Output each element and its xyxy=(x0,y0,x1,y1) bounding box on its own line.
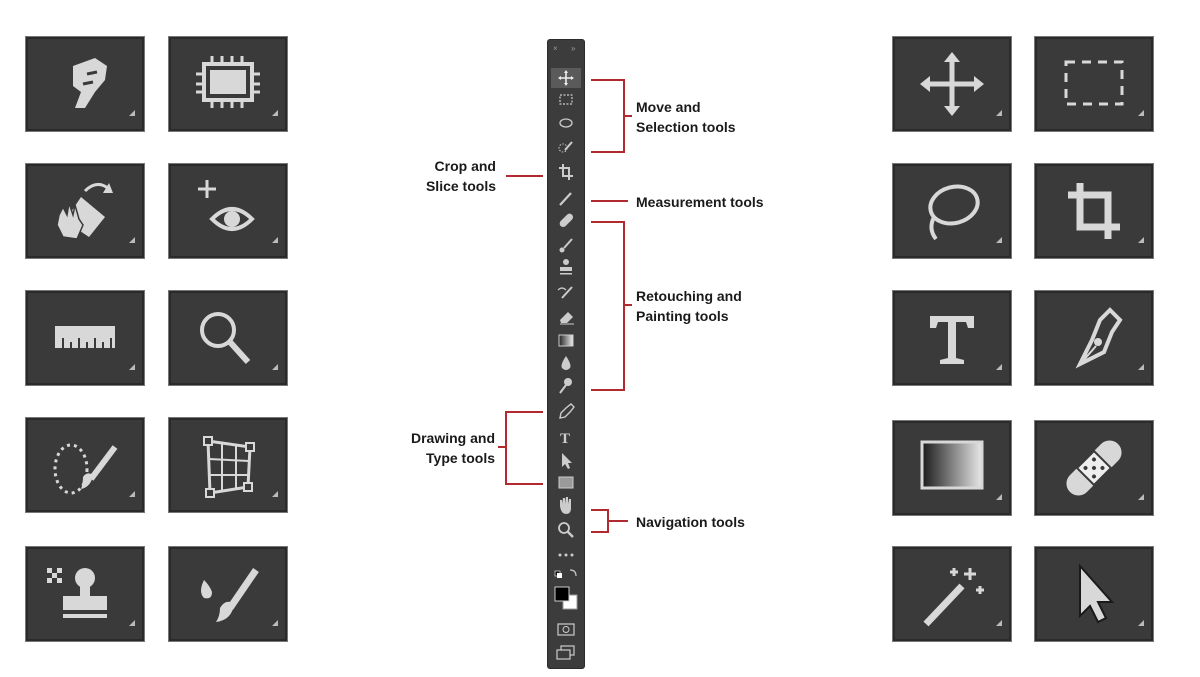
label-line: Retouching and xyxy=(636,288,742,304)
tile-ruler xyxy=(25,290,145,386)
tile-move xyxy=(892,36,1012,132)
quick-selection-tool-icon[interactable] xyxy=(558,141,573,153)
tile-perspective-crop xyxy=(168,417,288,513)
tile-type xyxy=(892,290,1012,386)
type-icon xyxy=(930,316,1002,370)
label-measurement-tools: Measurement tools xyxy=(636,192,764,212)
content-aware-scale-icon xyxy=(196,56,278,116)
tile-content-aware-scale xyxy=(168,36,288,132)
rotate-view-icon xyxy=(56,183,135,243)
perspective-crop-icon xyxy=(203,436,278,498)
rectangular-marquee-icon xyxy=(1064,60,1144,116)
lasso-icon xyxy=(928,184,1002,243)
tile-pointer-arrow xyxy=(1034,546,1154,642)
label-line: Selection tools xyxy=(636,119,736,135)
quick-selection-icon xyxy=(53,443,135,497)
tile-mixer-brush xyxy=(168,546,288,642)
label-navigation-tools: Navigation tools xyxy=(636,512,745,532)
toolbar-tools: × » T xyxy=(551,44,581,660)
dodge-tool-icon[interactable] xyxy=(559,378,572,394)
label-line: Slice tools xyxy=(425,178,496,194)
bracket-navigation xyxy=(591,509,609,533)
bracket-drawing-type xyxy=(505,411,543,485)
puppet-warp-icon xyxy=(73,58,135,116)
tile-zoom xyxy=(168,290,288,386)
mixer-brush-icon xyxy=(201,568,278,626)
tile-gradient xyxy=(892,420,1012,516)
label-retouching-painting-tools: Retouching and Painting tools xyxy=(636,286,742,326)
tile-quick-selection xyxy=(25,417,145,513)
healing-bandage-icon xyxy=(1066,440,1144,500)
pointer-arrow-icon xyxy=(1079,563,1144,626)
gradient-icon xyxy=(920,440,1002,500)
close-icon: × xyxy=(553,44,558,53)
quick-mask-icon[interactable] xyxy=(557,623,575,636)
zoom-icon xyxy=(200,312,278,370)
crop-tool-icon[interactable] xyxy=(559,164,573,180)
tile-pattern-stamp xyxy=(25,546,145,642)
type-tool-icon[interactable]: T xyxy=(560,431,570,447)
crop-icon xyxy=(1068,183,1144,243)
bracket-retouching-painting xyxy=(591,221,625,391)
label-line: Painting tools xyxy=(636,308,729,324)
color-sampler-icon xyxy=(198,180,278,243)
label-line: Crop and xyxy=(434,158,496,174)
pattern-stamp-icon xyxy=(47,568,135,626)
swap-colors-icon[interactable] xyxy=(569,569,577,577)
screen-mode-icon[interactable] xyxy=(556,645,575,660)
tile-magic-wand xyxy=(892,546,1012,642)
eyedropper-tool-icon[interactable] xyxy=(559,192,572,206)
bracket-move-selection xyxy=(591,79,625,153)
label-line: Type tools xyxy=(426,450,495,466)
label-line: Measurement tools xyxy=(636,194,764,210)
tile-lasso xyxy=(892,163,1012,259)
label-crop-slice-tools: Crop and Slice tools xyxy=(400,156,496,196)
label-drawing-type-tools: Drawing and Type tools xyxy=(380,428,495,468)
brush-tool-icon[interactable] xyxy=(559,238,573,253)
tile-pen xyxy=(1034,290,1154,386)
edit-toolbar-icon[interactable] xyxy=(558,553,574,557)
clone-stamp-tool-icon[interactable] xyxy=(560,259,572,275)
tile-crop xyxy=(1034,163,1154,259)
pen-tool-icon[interactable] xyxy=(559,403,575,419)
gradient-tool-icon[interactable] xyxy=(558,334,574,347)
label-line: Navigation tools xyxy=(636,514,745,530)
healing-brush-tool-icon[interactable] xyxy=(558,212,574,228)
pen-icon xyxy=(1075,307,1144,370)
photoshop-toolbar: × » T xyxy=(548,40,584,668)
hand-tool-icon[interactable] xyxy=(560,497,571,514)
collapse-icon: » xyxy=(571,44,576,53)
foreground-color-swatch[interactable] xyxy=(554,586,570,602)
tile-rotate-view xyxy=(25,163,145,259)
move-tool-icon[interactable] xyxy=(558,70,574,86)
history-brush-tool-icon[interactable] xyxy=(557,286,573,299)
zoom-tool-icon[interactable] xyxy=(558,522,574,538)
tile-puppet-warp xyxy=(25,36,145,132)
tile-rectangular-marquee xyxy=(1034,36,1154,132)
ruler-icon xyxy=(55,326,135,370)
default-colors-icon[interactable] xyxy=(554,570,562,578)
tile-color-sampler xyxy=(168,163,288,259)
label-line: Drawing and xyxy=(410,430,495,446)
eraser-tool-icon[interactable] xyxy=(560,312,574,325)
label-move-selection-tools: Move and Selection tools xyxy=(636,97,736,137)
label-line: Move and xyxy=(636,99,701,115)
path-selection-tool-icon[interactable] xyxy=(562,453,572,469)
tile-healing-bandage xyxy=(1034,420,1154,516)
blur-tool-icon[interactable] xyxy=(561,356,571,370)
lasso-tool-icon[interactable] xyxy=(559,118,573,128)
magic-wand-icon xyxy=(923,568,1002,627)
move-icon xyxy=(920,52,1002,116)
rectangle-tool-icon[interactable] xyxy=(558,476,574,489)
